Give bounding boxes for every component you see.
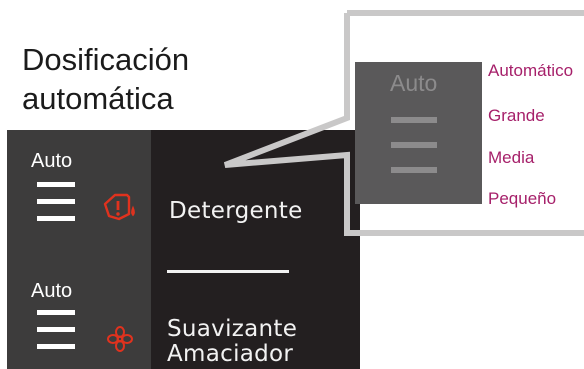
detergent-mode-label: Auto — [31, 150, 73, 172]
option-grande: Grande — [488, 106, 545, 125]
softener-label-line1: Suavizante — [167, 316, 298, 342]
title-line-2: automática — [22, 81, 174, 116]
title-line-1: Dosificación — [22, 42, 190, 77]
option-media: Media — [488, 148, 535, 167]
softener-mode-label: Auto — [31, 280, 73, 302]
option-automatico: Automático — [488, 61, 574, 80]
page-title: Dosificación automática — [22, 40, 189, 118]
detergent-warning-icon — [103, 193, 135, 221]
panel-left-column — [7, 130, 151, 369]
detergent-label: Detergente — [169, 198, 303, 224]
softener-label-line2: Amaciador — [167, 341, 294, 367]
control-panel: Auto Detergente Auto Suavizante Amaciado… — [7, 130, 360, 369]
softener-level-indicator[interactable] — [37, 310, 75, 361]
zoomed-indicator — [355, 62, 482, 204]
detergent-level-indicator[interactable] — [37, 182, 75, 233]
zoomed-mode-label: Auto — [390, 70, 438, 96]
softener-flower-icon — [107, 326, 133, 352]
row-divider — [167, 270, 289, 273]
zoomed-level-bars — [391, 117, 437, 192]
option-pequeno: Pequeño — [488, 189, 557, 208]
